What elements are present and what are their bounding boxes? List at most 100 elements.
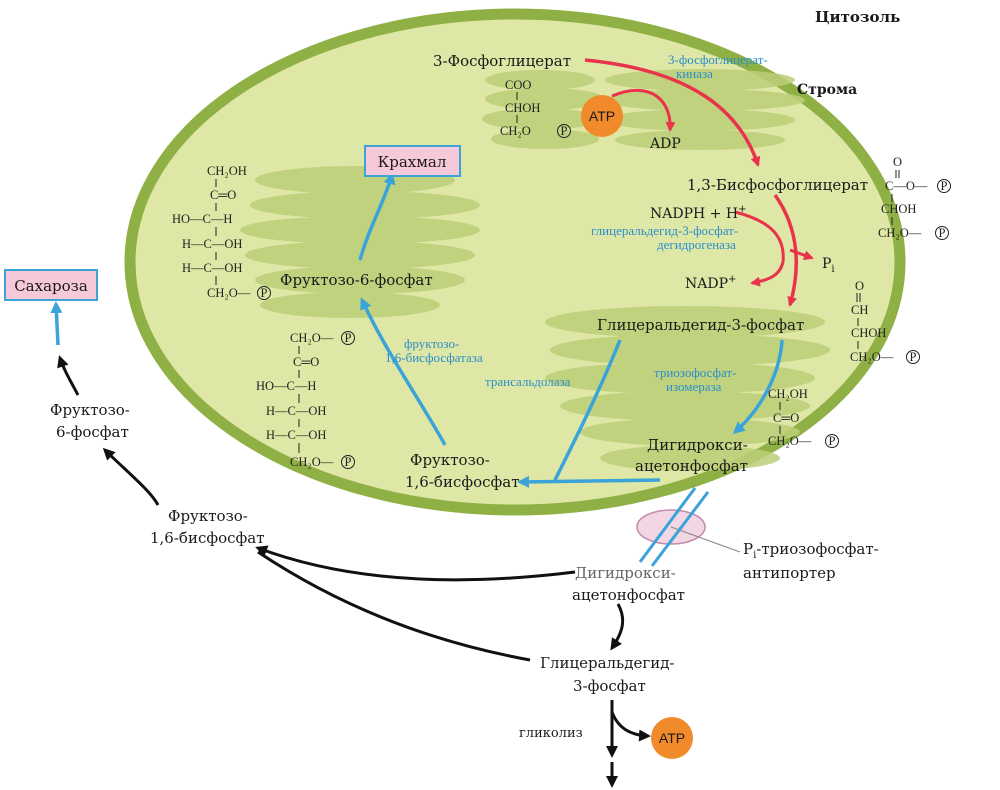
nadph-label: NADPH + H+: [650, 204, 746, 222]
svg-text:P: P: [261, 286, 268, 300]
arrow-dhap-to-fbp: [517, 475, 661, 488]
transporter-label-2: антипортер: [743, 564, 836, 582]
svg-text:CH₂O—: CH₂O—: [878, 226, 922, 240]
cyt-fbp-label-2: 1,6-бисфосфат: [150, 529, 265, 547]
svg-text:HO—C—H: HO—C—H: [172, 212, 232, 226]
enzyme-gapdh-2: дегидрогеназа: [657, 237, 736, 252]
enzyme-pgk-1: 3-фосфоглицерат-: [668, 52, 768, 67]
svg-text:CH₂O—: CH₂O—: [768, 434, 812, 448]
svg-text:HO—C—H: HO—C—H: [256, 379, 316, 393]
svg-text:P: P: [941, 179, 948, 193]
svg-text:CH₂O—: CH₂O—: [290, 455, 334, 469]
arrow-fbp-to-f6p: [360, 297, 447, 446]
gap-label: Глицеральдегид-3-фосфат: [597, 316, 804, 334]
arrow-fbp-to-f6p-cytosol: [102, 447, 160, 506]
sucrose-label: Сахароза: [14, 277, 88, 295]
structure-dhap: CH₂OH C═O CH₂O— P: [768, 387, 839, 448]
arrow-sucrose-blue: [50, 301, 63, 346]
arrow-atp-to-adp: [611, 88, 676, 132]
svg-text:H—C—OH: H—C—OH: [266, 428, 326, 442]
dhap-label-1: Дигидрокси-: [647, 436, 748, 454]
svg-text:CH₂O—: CH₂O—: [850, 350, 894, 364]
adp-label: ADP: [649, 136, 681, 152]
svg-text:CH₂O—: CH₂O—: [290, 331, 334, 345]
fbp-label-2: 1,6-бисфосфат: [405, 473, 520, 491]
svg-text:CHOH: CHOH: [881, 202, 916, 216]
dhap-label-2: ацетонфосфат: [635, 457, 748, 475]
chloroplast: [124, 8, 906, 553]
cyt-fbp-label-1: Фруктозо-: [168, 507, 248, 525]
svg-text:P: P: [345, 331, 352, 345]
structure-bpg: O C—O— CHOH CH₂O— P P: [878, 155, 951, 240]
svg-text:CHOH: CHOH: [851, 326, 886, 340]
fbp-label-1: Фруктозо-: [410, 451, 490, 469]
f6p-label: Фруктозо-6-фосфат: [280, 271, 433, 289]
cyt-gap-label-2: 3-фосфат: [573, 677, 646, 695]
arrow-bpg-to-gap: [773, 193, 798, 307]
arrow-dhap-to-fbp-cytosol: [255, 545, 576, 582]
svg-text:CH₂OH: CH₂OH: [768, 387, 808, 401]
cytosol-label: Цитозоль: [815, 8, 900, 26]
transporter-label-1: Pi-триозофосфат-: [743, 540, 879, 561]
cyt-dhap-label-2: ацетонфосфат: [572, 586, 685, 604]
svg-text:C═O: C═O: [773, 411, 799, 425]
svg-text:H—C—OH: H—C—OH: [266, 404, 326, 418]
structure-pg3: COO CHOH CH₂O P: [500, 78, 571, 138]
svg-text:P: P: [561, 124, 568, 138]
thylakoid-stacks: [240, 69, 830, 471]
pi-label: Pi: [822, 256, 835, 275]
cyt-dhap-label-1: Дигидрокси-: [575, 564, 676, 582]
svg-text:P: P: [345, 455, 352, 469]
svg-text:C═O: C═O: [210, 188, 236, 202]
atp-stroma: ATP: [581, 95, 623, 137]
svg-text:CHOH: CHOH: [505, 101, 540, 115]
arrow-to-atp-cytosol: [610, 711, 651, 742]
glycolysis-label: гликолиз: [519, 726, 583, 741]
arrow-pg3-to-bpg: [584, 58, 761, 167]
arrow-nadp: [750, 261, 785, 287]
transport-line-2: [650, 491, 710, 567]
svg-text:CH: CH: [851, 303, 868, 317]
starch-label: Крахмал: [378, 153, 447, 171]
svg-text:O: O: [893, 155, 902, 169]
pg3-label: 3-Фосфоглицерат: [433, 52, 571, 70]
svg-text:P: P: [910, 350, 917, 364]
svg-text:P: P: [939, 226, 946, 240]
cyt-gap-label-1: Глицеральдегид-: [540, 654, 675, 672]
enzyme-transaldolase: трансальдолаза: [485, 374, 571, 389]
arrow-dhap-to-gap-cytosol: [610, 603, 625, 651]
arrow-nadph: [734, 210, 785, 263]
structure-gap: O CH CHOH CH₂O— P: [850, 279, 920, 364]
atp-cytosol: ATP: [651, 717, 693, 759]
svg-text:C—O—: C—O—: [885, 179, 928, 193]
nadp-label: NADP+: [685, 274, 736, 292]
cyt-f6p-label-1: Фруктозо-: [50, 401, 130, 419]
arrow-f6p-to-starch: [358, 172, 396, 261]
arrow-gap-to-fbp: [553, 339, 622, 481]
stroma-label: Строма: [797, 82, 857, 98]
enzyme-tpi-1: триозофосфат-: [654, 365, 736, 380]
enzyme-fbpase-2: 1,6-бисфосфатаза: [385, 350, 483, 365]
structure-fbp: CH₂O— C═O HO—C—H H—C—OH H—C—OH CH₂O— P P: [256, 331, 355, 469]
svg-text:COO: COO: [505, 78, 531, 92]
bpg-label: 1,3-Бисфосфоглицерат: [687, 176, 868, 194]
enzyme-fbpase-1: фруктозо-: [404, 336, 459, 351]
svg-text:C═O: C═O: [293, 355, 319, 369]
atp-cytosol-label: ATP: [659, 730, 685, 746]
svg-text:CH₂O—: CH₂O—: [207, 286, 251, 300]
svg-text:H—C—OH: H—C—OH: [182, 261, 242, 275]
arrow-f6p-to-sucrose: [57, 355, 80, 396]
enzyme-gapdh-1: глицеральдегид-3-фосфат-: [591, 223, 738, 238]
structure-f6p: CH₂OH C═O HO—C—H H—C—OH H—C—OH CH₂O— P: [172, 164, 271, 300]
cyt-f6p-label-2: 6-фосфат: [56, 423, 129, 441]
arrow-pi: [789, 248, 814, 260]
transport-line-1: [638, 487, 697, 563]
enzyme-tpi-2: изомераза: [666, 379, 722, 394]
arrow-gap-to-fbp-cytosol: [257, 550, 531, 662]
svg-text:O: O: [855, 279, 864, 293]
arrow-gap-to-dhap: [732, 339, 784, 434]
atp-stroma-label: ATP: [589, 108, 615, 124]
svg-text:H—C—OH: H—C—OH: [182, 237, 242, 251]
svg-text:CH₂OH: CH₂OH: [207, 164, 247, 178]
